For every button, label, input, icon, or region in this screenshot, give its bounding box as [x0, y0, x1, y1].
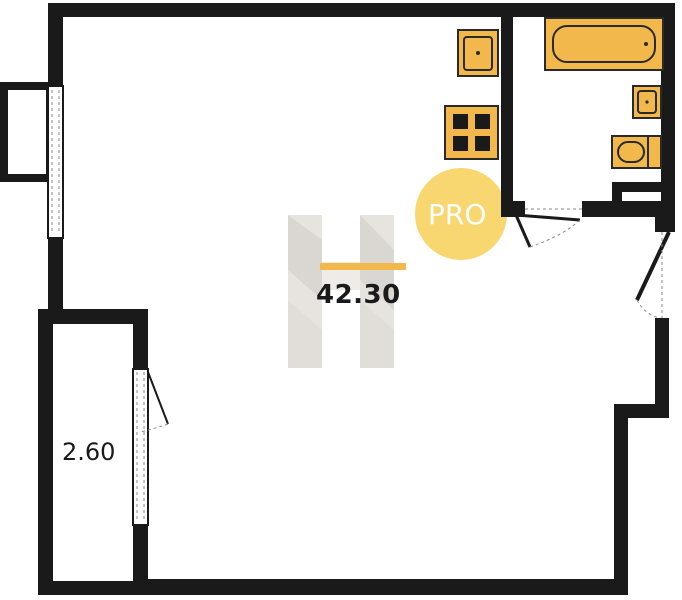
toilet-icon	[611, 135, 662, 169]
stove-icon	[444, 105, 499, 160]
bathtub-icon	[544, 17, 664, 71]
bathroom-door	[514, 208, 583, 248]
entrance-door	[635, 231, 671, 319]
area-bar	[320, 263, 406, 270]
balcony-door	[132, 368, 169, 526]
total-area-label: 42.30	[316, 280, 401, 310]
window-left	[0, 82, 64, 239]
kitchen-sink-icon	[457, 29, 499, 77]
pro-badge-label: PRO	[428, 198, 487, 231]
h-logo-watermark-icon	[288, 215, 394, 368]
balcony-area-label: 2.60	[62, 438, 116, 466]
walls	[38, 3, 675, 595]
bathroom-sink-icon	[632, 85, 662, 119]
pro-badge	[415, 168, 507, 260]
